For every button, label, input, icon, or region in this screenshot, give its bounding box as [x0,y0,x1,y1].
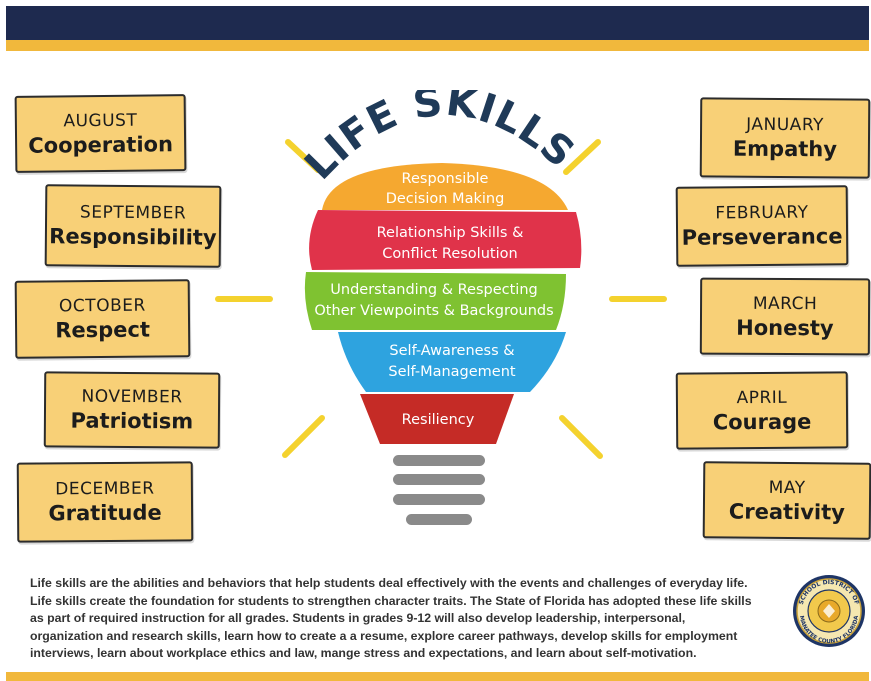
layer-label: Decision Making [386,191,505,207]
bulb-base [393,455,485,525]
trait-label: Respect [55,317,151,343]
month-label: NOVEMBER [81,386,183,408]
base-bar [393,494,485,505]
month-card-march: MARCH Honesty [699,277,871,356]
ray-lower-right [559,415,603,459]
ray-upper-left [285,139,321,173]
base-bar [406,514,472,525]
layer-label: Self-Awareness & [389,343,514,359]
month-card-november: NOVEMBER Patriotism [43,371,221,449]
month-label: MAY [768,477,806,498]
bottom-gold-stripe [6,672,869,681]
layer-label: Relationship Skills & [377,225,524,241]
month-label: DECEMBER [55,478,155,500]
trait-label: Empathy [732,136,838,162]
month-card-december: DECEMBER Gratitude [16,461,194,543]
footer-description: Life skills are the abilities and behavi… [30,576,752,660]
month-label: MARCH [752,293,818,314]
ray-upper-right [563,139,601,175]
month-card-september: SEPTEMBER Responsibility [44,184,222,268]
month-card-april: APRIL Courage [675,371,849,450]
month-card-february: FEBRUARY Perseverance [675,185,849,267]
bulb-layer-resiliency [360,394,514,444]
ray-lower-left [282,415,325,458]
base-bar [393,455,485,466]
month-label: APRIL [736,387,788,408]
trait-label: Perseverance [681,224,843,250]
month-card-october: OCTOBER Respect [14,279,191,359]
month-label: SEPTEMBER [79,202,187,224]
base-bar [393,474,485,485]
layer-label: Understanding & Respecting [330,282,537,298]
trait-label: Creativity [728,498,846,525]
light-rays [215,139,667,459]
trait-label: Gratitude [48,500,162,526]
trait-label: Honesty [736,315,834,340]
month-card-may: MAY Creativity [702,461,871,540]
month-label: AUGUST [63,110,138,131]
top-banner-bar [6,6,869,40]
layer-label: Responsible [402,171,489,187]
bulb-layer-understanding [304,272,566,330]
month-card-august: AUGUST Cooperation [14,94,187,173]
life-skills-bulb: LIFE SKILLS Responsible Decision Making … [215,90,667,525]
trait-label: Cooperation [28,131,174,158]
layer-label: Self-Management [388,364,516,380]
trait-label: Courage [712,409,812,434]
layer-label: Conflict Resolution [382,246,517,262]
month-label: OCTOBER [58,295,146,317]
bulb-layer-decision-making [322,163,568,210]
month-label: FEBRUARY [715,202,809,224]
layer-label: Resiliency [402,412,475,428]
school-district-seal: SCHOOL DISTRICT OF MANATEE COUNTY FLORID… [793,575,865,647]
bulb-layer-self-awareness [338,332,566,392]
bulb-layer-relationship-skills [309,210,582,270]
trait-label: Patriotism [70,408,194,434]
top-gold-stripe [6,40,869,51]
month-card-january: JANUARY Empathy [699,97,871,179]
month-label: JANUARY [746,114,825,136]
trait-label: Responsibility [49,224,217,250]
layer-label: Other Viewpoints & Backgrounds [314,303,553,319]
